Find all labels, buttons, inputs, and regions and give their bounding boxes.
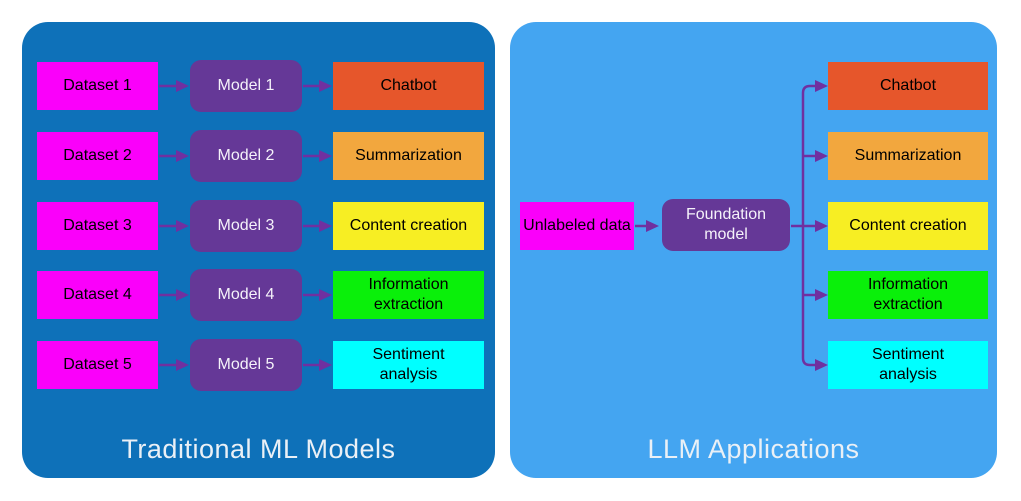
app-information-extraction-label: Information extraction bbox=[368, 276, 449, 313]
llm-app-information-extraction-label: Information extraction bbox=[867, 276, 949, 313]
right-panel-title: LLM Applications bbox=[647, 434, 860, 464]
app-content-creation-box: Content creation bbox=[333, 202, 484, 250]
dataset-4-box: Dataset 4 bbox=[37, 271, 158, 319]
model-3-label: Model 3 bbox=[217, 217, 275, 234]
app-sentiment-analysis-box: Sentiment analysis bbox=[333, 341, 484, 389]
model-4-label: Model 4 bbox=[217, 286, 275, 303]
llm-app-chatbot-label: Chatbot bbox=[879, 77, 937, 94]
app-summarization-label: Summarization bbox=[355, 147, 462, 164]
app-information-extraction-box: Information extraction bbox=[333, 271, 484, 319]
llm-app-content-creation-box: Content creation bbox=[828, 202, 988, 250]
dataset-2-label: Dataset 2 bbox=[63, 147, 132, 164]
dataset-3-label: Dataset 3 bbox=[63, 217, 132, 234]
model-1-label: Model 1 bbox=[217, 77, 275, 94]
llm-app-sentiment-analysis-box: Sentiment analysis bbox=[828, 341, 988, 389]
traditional-ml-panel: Dataset 1 Model 1 Chatbot Dataset 2 Mode… bbox=[22, 22, 495, 478]
model-3-box: Model 3 bbox=[190, 200, 302, 252]
dataset-5-label: Dataset 5 bbox=[63, 356, 132, 373]
model-2-box: Model 2 bbox=[190, 130, 302, 182]
model-5-box: Model 5 bbox=[190, 339, 302, 391]
llm-app-information-extraction-box: Information extraction bbox=[828, 271, 988, 319]
dataset-5-box: Dataset 5 bbox=[37, 341, 158, 389]
foundation-model-box: Foundation model bbox=[662, 199, 790, 251]
dataset-2-box: Dataset 2 bbox=[37, 132, 158, 180]
llm-app-chatbot-box: Chatbot bbox=[828, 62, 988, 110]
model-2-label: Model 2 bbox=[217, 147, 275, 164]
app-sentiment-analysis-label: Sentiment analysis bbox=[372, 346, 445, 383]
left-panel-title: Traditional ML Models bbox=[121, 434, 396, 464]
dataset-4-label: Dataset 4 bbox=[63, 286, 132, 303]
unlabeled-data-box: Unlabeled data bbox=[520, 202, 634, 250]
app-summarization-box: Summarization bbox=[333, 132, 484, 180]
unlabeled-data-label: Unlabeled data bbox=[523, 217, 631, 234]
dataset-1-box: Dataset 1 bbox=[37, 62, 158, 110]
model-4-box: Model 4 bbox=[190, 269, 302, 321]
dataset-3-box: Dataset 3 bbox=[37, 202, 158, 250]
app-chatbot-label: Chatbot bbox=[380, 77, 437, 94]
llm-panel: Unlabeled data Foundation model Chatbot … bbox=[510, 22, 997, 478]
llm-app-content-creation-label: Content creation bbox=[849, 217, 967, 234]
app-chatbot-box: Chatbot bbox=[333, 62, 484, 110]
foundation-model-label: Foundation model bbox=[685, 206, 767, 243]
app-content-creation-label: Content creation bbox=[349, 217, 468, 234]
llm-app-summarization-box: Summarization bbox=[828, 132, 988, 180]
llm-app-summarization-label: Summarization bbox=[854, 147, 962, 164]
dataset-1-label: Dataset 1 bbox=[63, 77, 132, 94]
llm-app-sentiment-analysis-label: Sentiment analysis bbox=[871, 346, 945, 383]
model-5-label: Model 5 bbox=[217, 356, 275, 373]
model-1-box: Model 1 bbox=[190, 60, 302, 112]
